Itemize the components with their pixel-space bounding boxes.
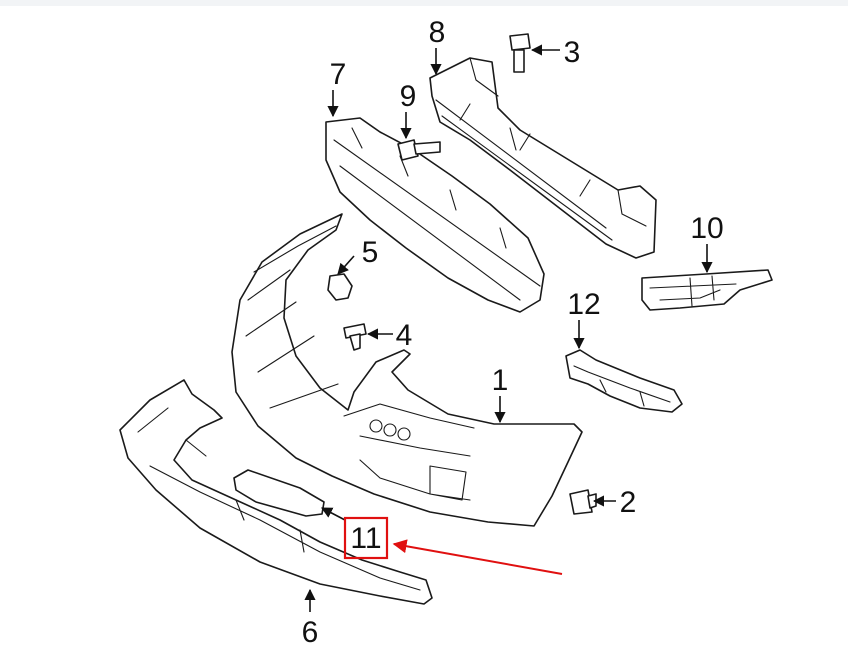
leader-lines — [304, 44, 713, 612]
part-bolt-side — [397, 139, 441, 161]
part-push-pin-lower — [569, 489, 597, 515]
callout-7: 7 — [330, 58, 347, 91]
callout-9: 9 — [400, 80, 417, 113]
callout-10: 10 — [690, 212, 723, 245]
highlight-box-11 — [343, 516, 389, 560]
callout-11: 11 — [350, 522, 381, 555]
part-lower-valance — [119, 379, 433, 605]
part-bracket-clip — [327, 273, 353, 301]
callout-8: 8 — [429, 16, 446, 49]
part-bumper-cover — [231, 213, 583, 527]
callout-labels: 1 2 3 4 5 6 7 8 9 10 11 12 — [302, 16, 724, 649]
part-push-pin — [343, 323, 367, 351]
part-side-guide — [565, 349, 683, 413]
top-band — [0, 0, 848, 6]
callout-6: 6 — [302, 616, 319, 649]
callout-5: 5 — [362, 236, 379, 269]
callout-3: 3 — [564, 36, 581, 69]
callout-2: 2 — [620, 486, 637, 519]
callout-4: 4 — [396, 319, 413, 352]
part-side-bracket — [641, 269, 773, 311]
part-bolt — [509, 33, 531, 73]
callout-1: 1 — [492, 364, 509, 397]
part-reinforcement-beam — [429, 57, 657, 259]
callout-12: 12 — [567, 288, 600, 321]
